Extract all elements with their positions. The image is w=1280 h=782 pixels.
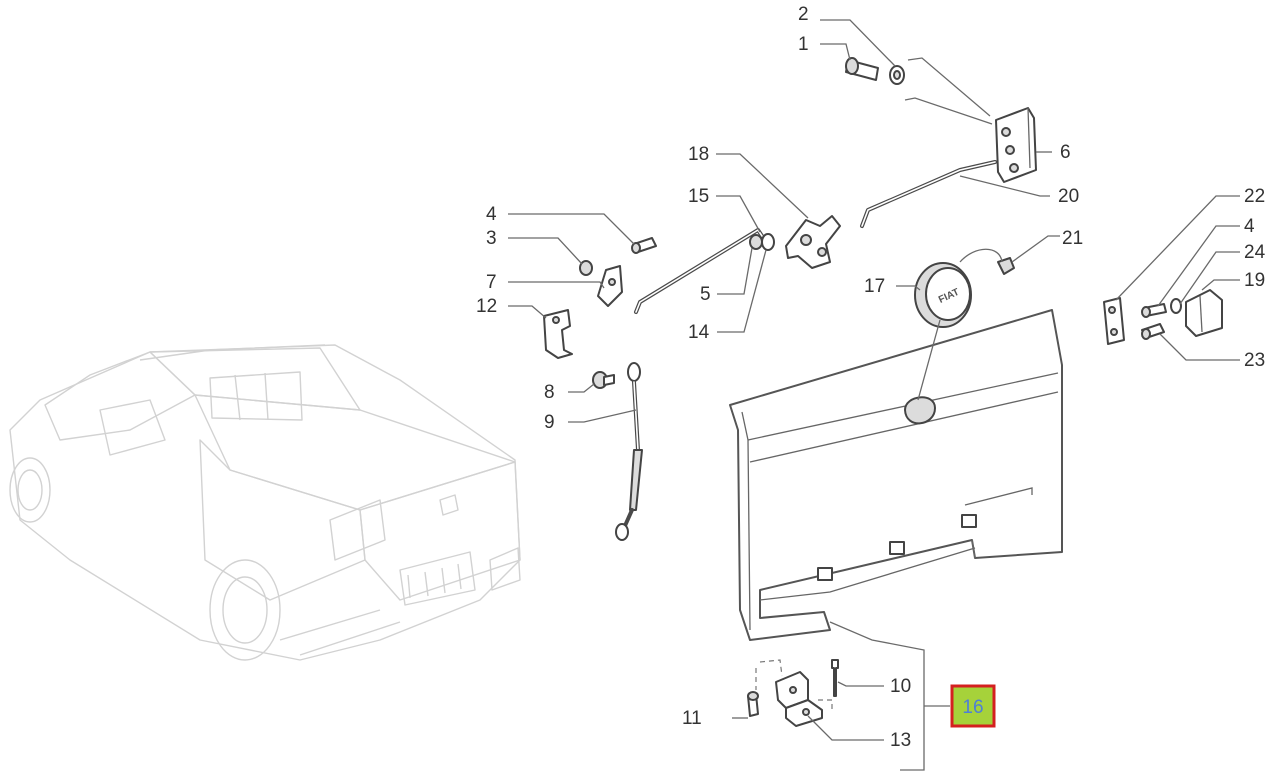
bolt-11 [747,691,759,717]
nut-washer-5 [749,233,775,251]
screw-4-right [1141,303,1167,318]
callout-5: 5 [700,284,711,305]
callout-20: 20 [1058,186,1079,207]
callout-24: 24 [1244,242,1266,263]
callout-14: 15 [688,186,709,207]
callout-23: 23 [1244,350,1265,371]
screw-23 [1141,323,1165,340]
highlighted-callout-16[interactable]: 16 [950,684,996,728]
bolt-1 [845,57,879,81]
callout-9: 9 [544,412,555,433]
fiat-emblem-17: FIAT [914,262,972,328]
callout-15: 14 [688,322,710,343]
callout-6: 6 [1060,142,1071,163]
callout-2: 2 [798,4,809,25]
washer-2 [889,65,905,85]
callout-22: 22 [1244,186,1265,207]
callout-16: 16 [962,697,983,718]
callout-19: 19 [1244,270,1265,291]
callout-13: 12 [476,296,497,317]
hinge-6 [995,107,1037,183]
rod-14 [634,228,764,314]
cover-19 [1185,289,1223,337]
callout-4-right: 4 [1244,216,1255,237]
striker-22 [1103,297,1125,345]
callout-11: 11 [682,708,702,729]
callout-labels: 2 1 6 18 15 20 4 3 21 7 17 5 12 14 8 9 2… [476,4,1266,751]
callout-21: 21 [1062,228,1083,249]
bracket-13 [543,309,573,359]
callout-4-left: 4 [486,204,497,225]
highlight-box[interactable] [950,684,996,728]
callout-3: 3 [486,228,497,249]
bracket-7 [597,265,623,307]
callout-1: 1 [798,34,809,55]
pin-10 [831,659,839,697]
callout-12: 13 [890,730,911,751]
latch-18 [785,215,841,269]
washer-24 [1170,298,1182,314]
callout-10: 10 [890,676,911,697]
panel-clips [817,514,977,581]
tailgate-panel [729,309,1063,641]
screw-4-left [631,237,657,254]
callout-7: 7 [486,272,497,293]
pickup-truck-illustration [9,344,521,661]
clip-21 [959,248,1015,275]
leader-lines [508,19,1240,771]
nut-3 [579,260,593,276]
callout-17: 17 [864,276,885,297]
hinge-12 [775,671,823,727]
callout-8: 8 [544,382,555,403]
bolt-8 [592,371,615,389]
strap-9 [615,362,643,541]
rod-20 [860,160,997,228]
callout-18: 18 [688,144,709,165]
